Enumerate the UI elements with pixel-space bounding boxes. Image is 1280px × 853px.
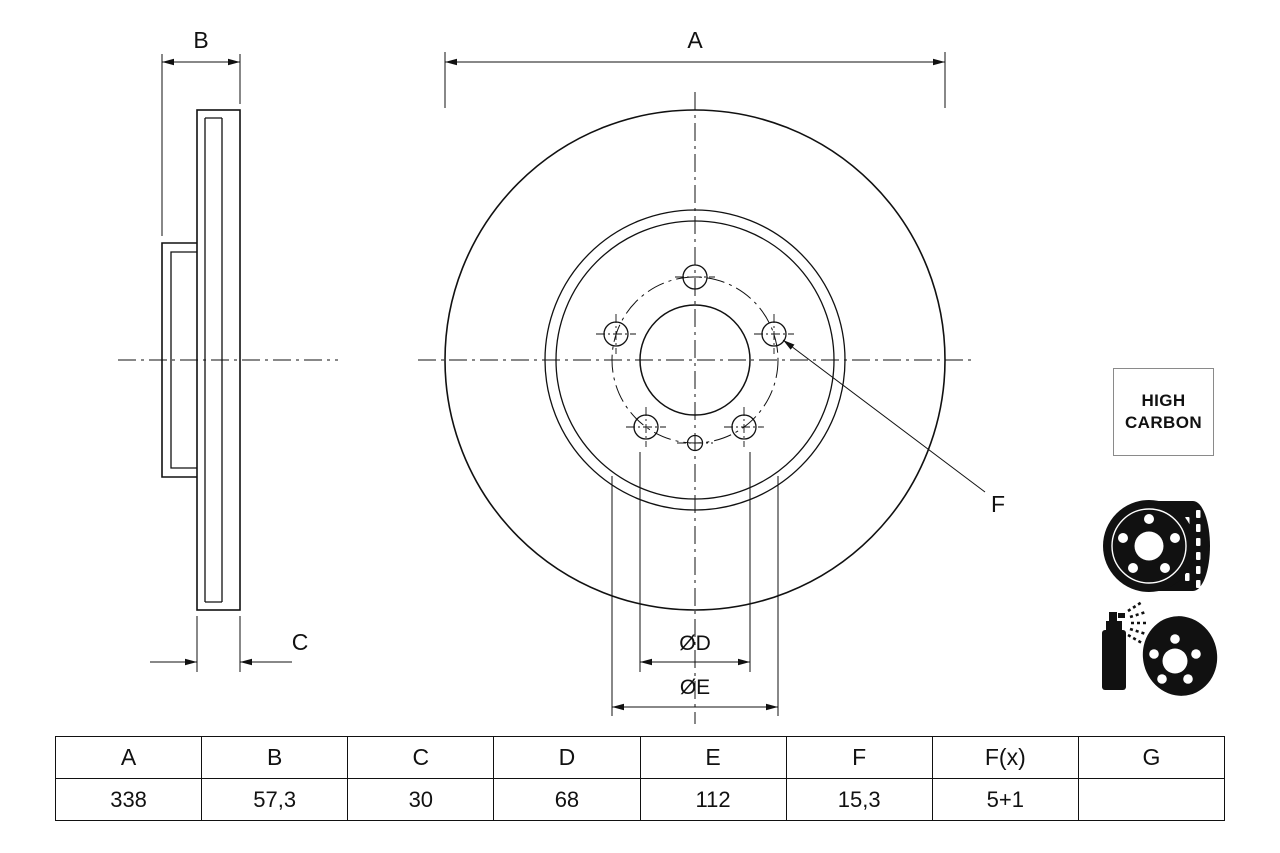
dimension-a: A [444,27,946,108]
spec-table: A B C D E F F(x) G 338 57,3 30 68 112 15… [54,736,1226,821]
header-cell-e: E [639,736,787,779]
dimension-e: ØE [611,476,779,716]
dim-f-label: F [991,491,1005,517]
spec-table-header-row: A B C D E F F(x) G [54,736,1226,779]
spray-mist [1127,600,1147,645]
spec-table-value-row: 338 57,3 30 68 112 15,3 5+1 [54,778,1226,821]
dimension-b: B [161,27,241,236]
value-cell-g [1077,778,1226,821]
value-cell-a: 338 [54,778,203,821]
value-cell-b: 57,3 [201,778,349,821]
dim-c-label: C [292,629,309,655]
value-cell-e: 112 [639,778,787,821]
header-cell-d: D [493,736,641,779]
header-cell-c: C [347,736,495,779]
vented-brake-disc-icon [1103,500,1210,592]
dim-b-label: B [193,27,208,53]
dimension-f: F [782,339,1005,517]
spray-coating-icon [1102,600,1218,696]
front-view [418,92,972,724]
dim-e-label: ØE [680,676,710,699]
header-cell-g: G [1077,736,1226,779]
header-cell-b: B [201,736,349,779]
value-cell-f: 15,3 [785,778,933,821]
value-cell-d: 68 [493,778,641,821]
dim-a-label: A [687,27,703,53]
drawing-canvas: B C [118,27,1218,724]
high-carbon-badge: HIGH CARBON [1113,368,1214,456]
value-cell-fx: 5+1 [931,778,1079,821]
value-cell-c: 30 [347,778,495,821]
hole-center-marks [596,276,794,447]
badge-line-2: CARBON [1124,413,1202,432]
side-view-cross-section [118,109,338,611]
header-cell-fx: F(x) [931,736,1079,779]
dimension-d: ØD [639,452,751,672]
badge-line-1: HIGH [1141,391,1186,410]
dimension-c: C [150,616,308,672]
header-cell-a: A [54,736,203,779]
header-cell-f: F [785,736,933,779]
dim-d-label: ØD [679,632,711,655]
